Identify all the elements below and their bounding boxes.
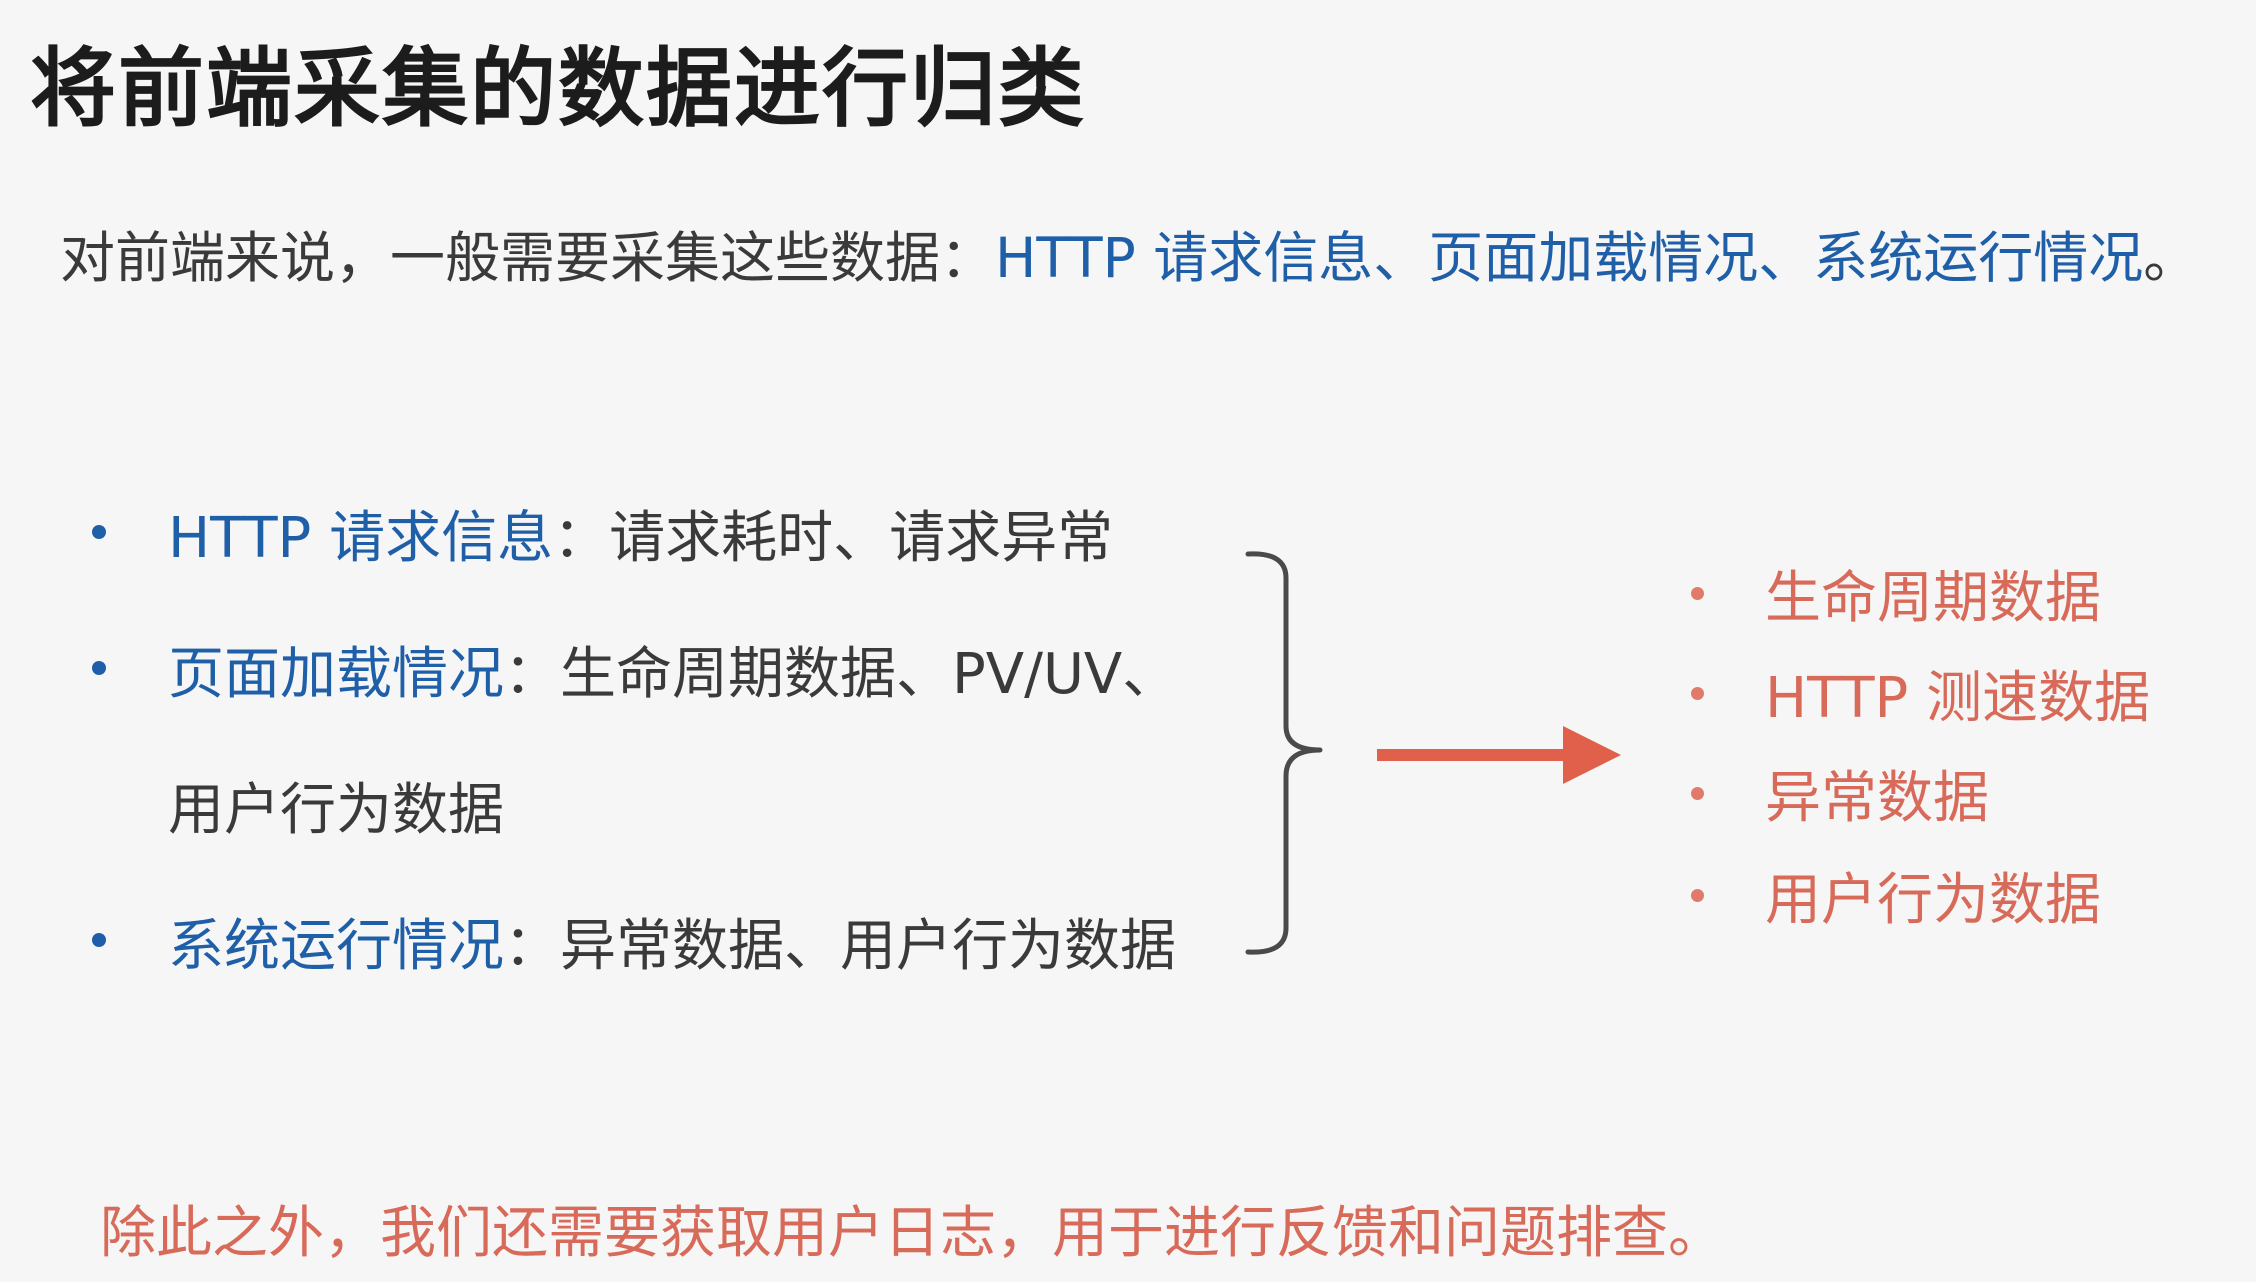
intro-highlight: HTTP 请求信息、页面加载情况、系统运行情况 <box>995 226 2144 290</box>
item-key: 系统运行情况 <box>168 914 504 979</box>
result-label: 用户行为数据 <box>1765 868 2101 933</box>
intro-prefix: 对前端来说，一般需要采集这些数据： <box>60 226 996 290</box>
result-item: 生命周期数据 <box>1685 565 2101 632</box>
item-value-continuation: 用户行为数据 <box>168 778 504 843</box>
item-value: 异常数据、用户行为数据 <box>560 914 1176 979</box>
item-separator: ： <box>504 914 560 979</box>
footer-note: 除此之外，我们还需要获取用户日志，用于进行反馈和问题排查。 <box>100 1201 1724 1266</box>
bullet-dot-icon <box>1691 889 1704 902</box>
bullet-dot-icon <box>1691 687 1704 700</box>
item-value: 请求耗时、请求异常 <box>609 506 1114 571</box>
result-label: 异常数据 <box>1765 766 1989 831</box>
right-arrow-icon <box>1377 726 1621 784</box>
result-label: 生命周期数据 <box>1765 566 2101 631</box>
intro-sentence: 对前端来说，一般需要采集这些数据：HTTP 请求信息、页面加载情况、系统运行情况… <box>60 225 2198 291</box>
list-item-http: HTTP 请求信息：请求耗时、请求异常 <box>88 505 1113 572</box>
bullet-dot-icon <box>92 525 106 539</box>
bullet-dot-icon <box>1691 587 1704 600</box>
item-separator: ： <box>553 506 610 571</box>
result-label: HTTP 测速数据 <box>1765 666 2151 731</box>
list-item-system: 系统运行情况：异常数据、用户行为数据 <box>88 913 1176 980</box>
list-item-page-load: 页面加载情况：生命周期数据、PV/UV、 <box>88 641 1178 708</box>
item-separator: ： <box>504 642 560 707</box>
slide-title: 将前端采集的数据进行归类 <box>30 39 1086 139</box>
item-key: HTTP 请求信息 <box>168 506 554 571</box>
item-key: 页面加载情况 <box>168 642 504 707</box>
bullet-dot-icon <box>1691 787 1704 800</box>
result-item: HTTP 测速数据 <box>1685 665 2150 732</box>
result-item: 用户行为数据 <box>1685 867 2101 934</box>
right-brace-icon <box>1245 551 1323 955</box>
bullet-dot-icon <box>92 933 106 947</box>
result-item: 异常数据 <box>1685 765 1989 832</box>
bullet-dot-icon <box>92 661 106 675</box>
intro-suffix: 。 <box>2143 226 2199 290</box>
list-item-page-load-continuation: 用户行为数据 <box>88 777 504 844</box>
item-value: 生命周期数据、PV/UV、 <box>560 642 1179 707</box>
